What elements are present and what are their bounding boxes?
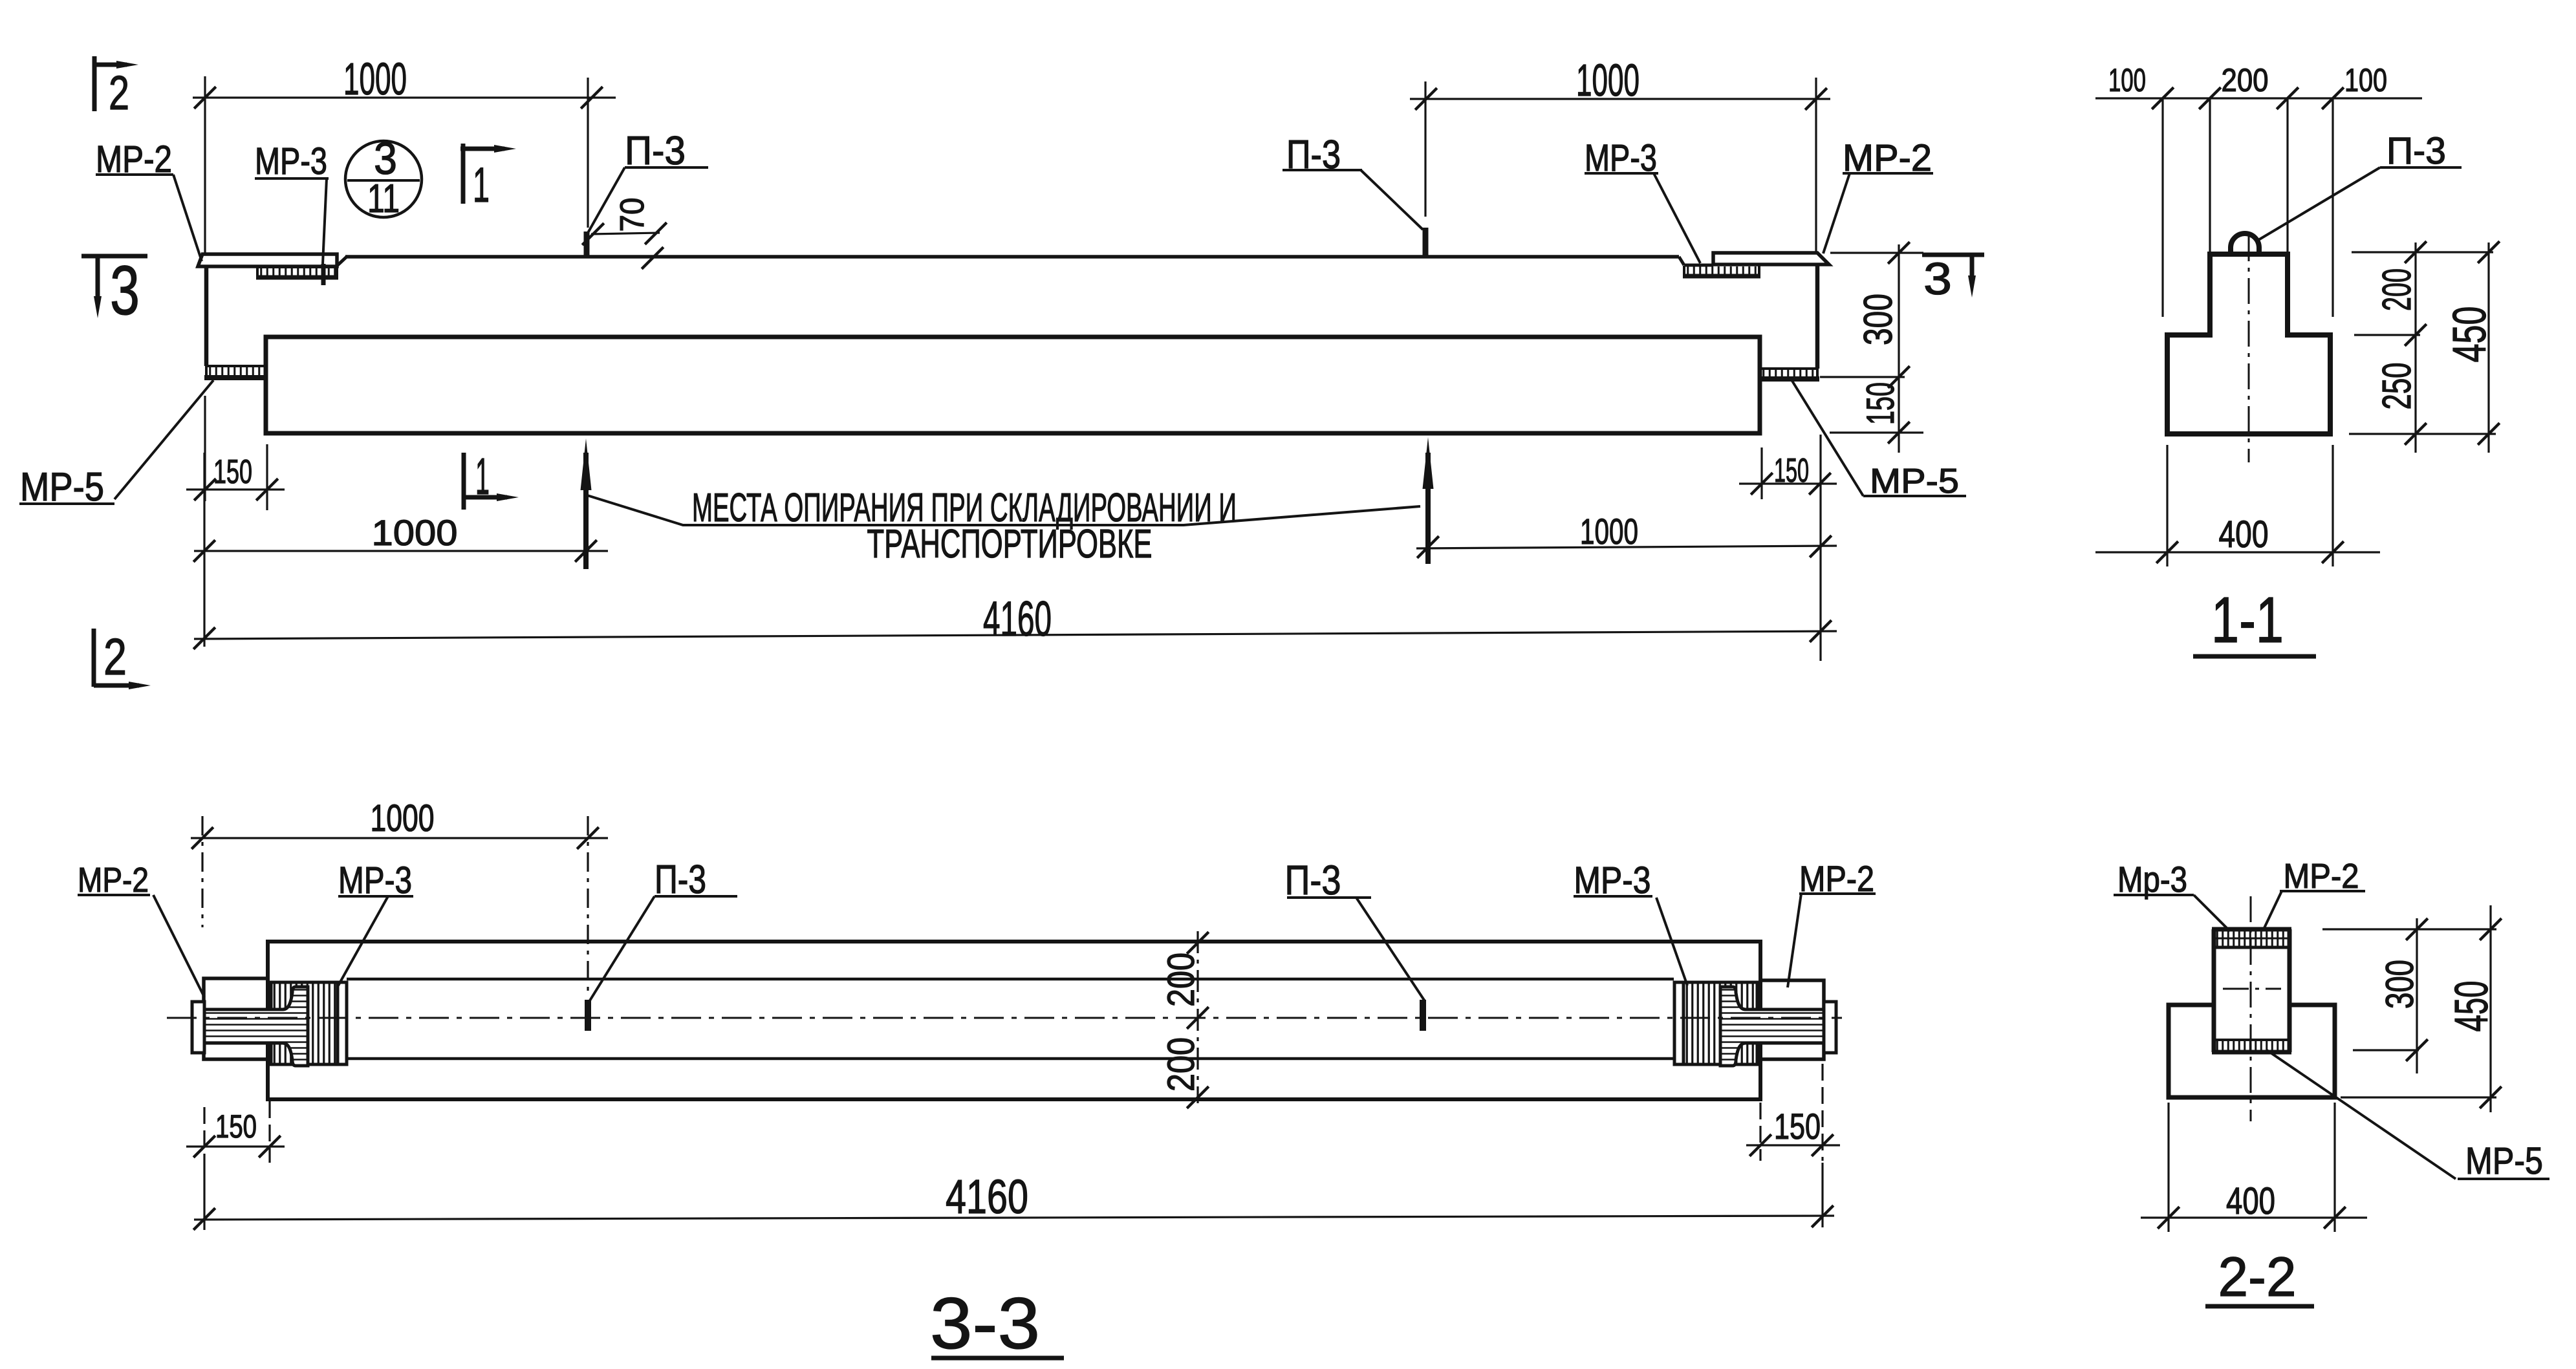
svg-text:150: 150 [213,453,252,491]
svg-text:100: 100 [2108,62,2146,98]
svg-text:150: 150 [1774,452,1809,490]
svg-text:150: 150 [1774,1106,1821,1147]
svg-text:2-2: 2-2 [2218,1246,2297,1308]
svg-text:П-3: П-3 [655,857,706,902]
svg-text:150: 150 [1859,382,1902,425]
svg-text:300: 300 [1856,294,1901,345]
svg-text:МР-2: МР-2 [2284,857,2359,896]
svg-text:250: 250 [2375,363,2419,410]
svg-text:Мр-3: Мр-3 [2117,859,2187,900]
svg-text:100: 100 [2344,62,2387,98]
svg-text:11: 11 [367,177,400,221]
svg-text:4160: 4160 [946,1170,1028,1223]
svg-text:1000: 1000 [372,512,458,553]
svg-text:МР-5: МР-5 [2465,1140,2543,1182]
svg-text:МЕСТА ОПИРАНИЯ ПРИ СКЛАДИРОВАН: МЕСТА ОПИРАНИЯ ПРИ СКЛАДИРОВАНИИ И [692,486,1237,530]
svg-text:1: 1 [473,158,490,213]
svg-text:4160: 4160 [983,592,1052,647]
svg-text:3-3: 3-3 [930,1283,1040,1364]
svg-text:МР-3: МР-3 [1574,859,1651,901]
svg-text:МР-3: МР-3 [255,140,327,182]
svg-text:3: 3 [1923,253,1952,304]
svg-text:200: 200 [2222,62,2269,98]
svg-text:1000: 1000 [343,54,407,104]
svg-text:МР-3: МР-3 [338,859,412,901]
svg-text:2: 2 [109,66,129,120]
svg-text:200: 200 [1160,1037,1202,1092]
svg-text:МР-5: МР-5 [1870,462,1959,501]
svg-text:450: 450 [2446,981,2498,1032]
svg-text:П-3: П-3 [2387,130,2446,172]
svg-text:МР-5: МР-5 [20,465,104,510]
svg-text:400: 400 [2226,1180,2275,1222]
svg-text:150: 150 [215,1108,257,1145]
svg-text:3: 3 [374,133,397,184]
svg-text:300: 300 [2378,960,2421,1009]
svg-text:450: 450 [2444,307,2496,363]
svg-text:МР-2: МР-2 [78,861,149,900]
svg-text:200: 200 [1160,953,1202,1007]
svg-text:2: 2 [103,628,127,685]
svg-text:70: 70 [614,198,651,232]
svg-text:1-1: 1-1 [2211,584,2284,656]
svg-text:3: 3 [110,251,140,329]
svg-text:П-3: П-3 [625,129,686,173]
svg-text:П-3: П-3 [1285,857,1341,903]
svg-text:1000: 1000 [1580,511,1638,552]
svg-text:400: 400 [2219,513,2269,555]
svg-text:МР-2: МР-2 [1799,858,1874,899]
svg-text:ТРАНСПОРТИРОВКЕ: ТРАНСПОРТИРОВКЕ [867,522,1153,566]
svg-text:200: 200 [2375,268,2419,311]
svg-text:1000: 1000 [371,797,435,839]
svg-text:1000: 1000 [1576,55,1640,105]
svg-text:1: 1 [475,447,490,505]
